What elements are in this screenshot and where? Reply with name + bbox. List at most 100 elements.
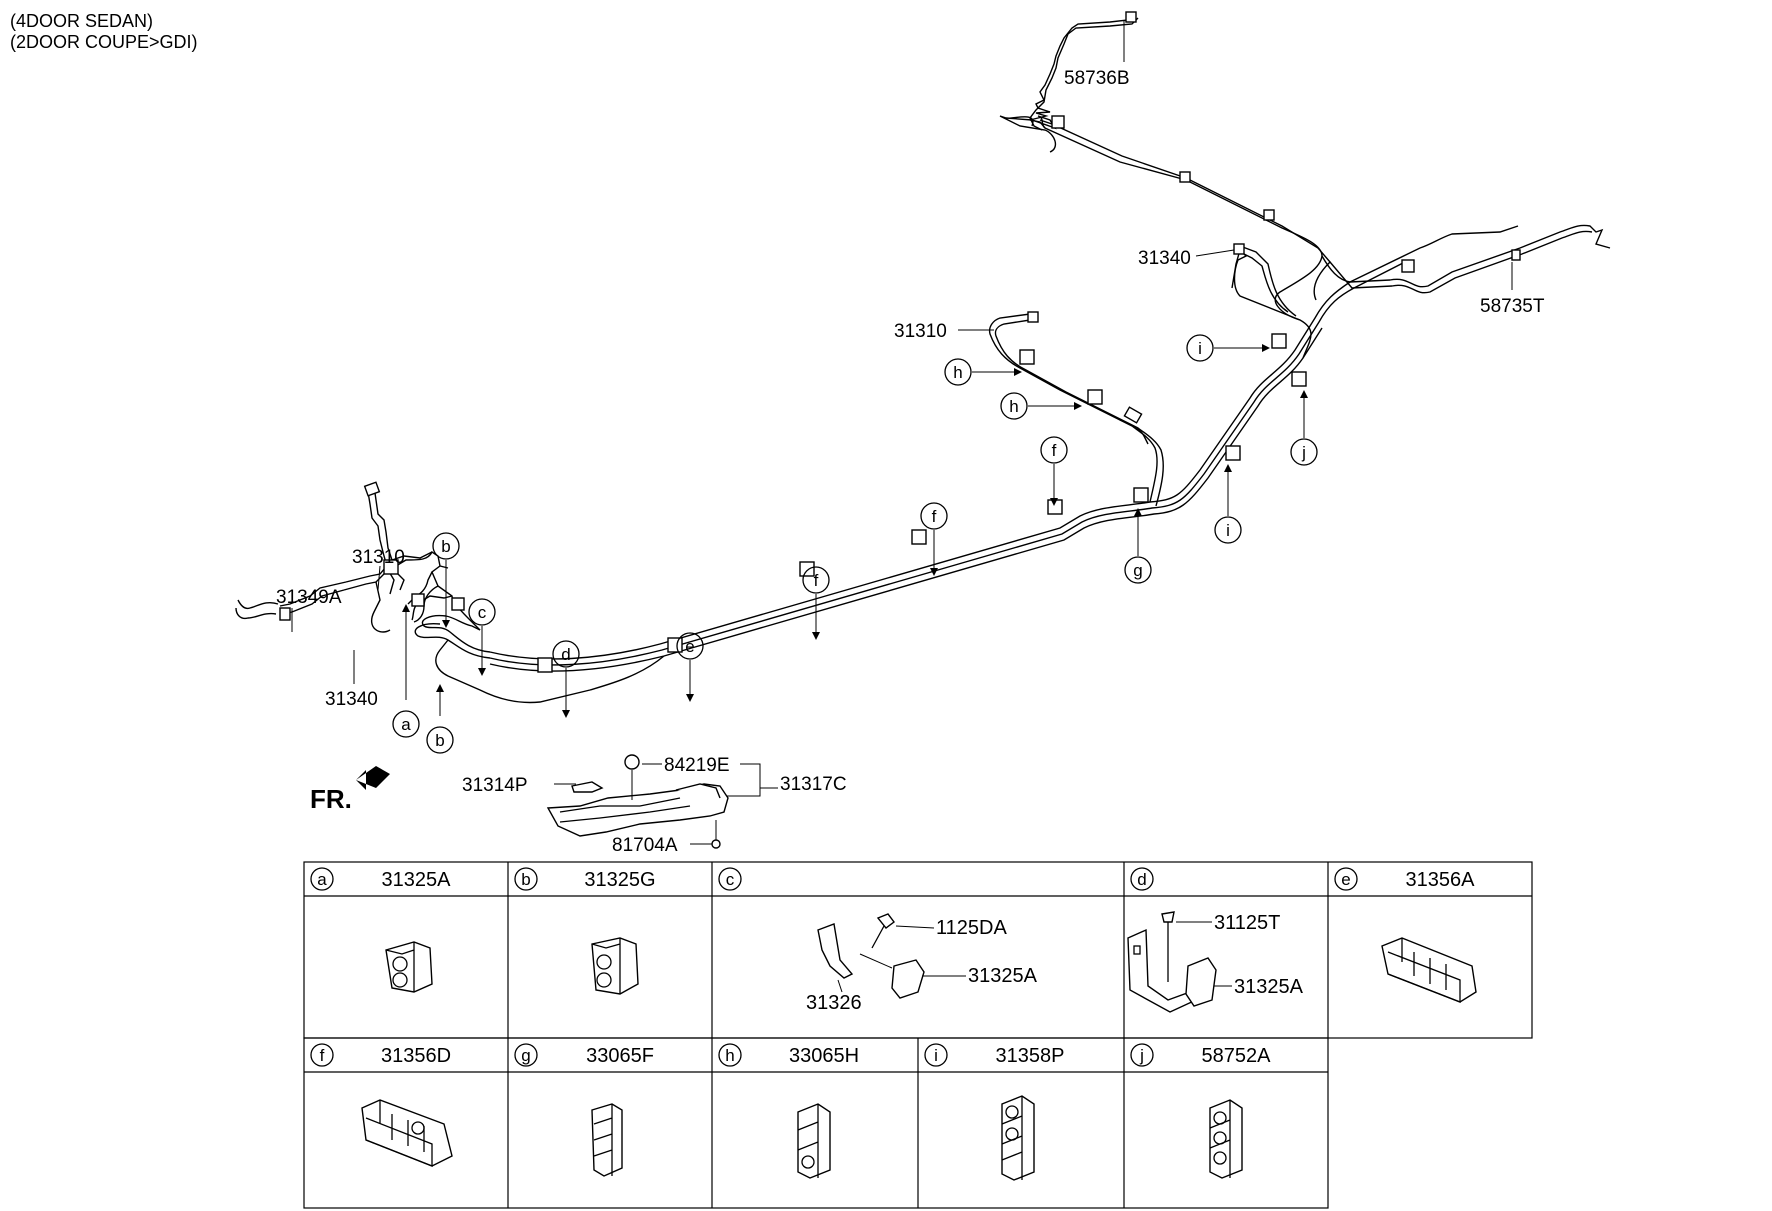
fitting-31340-top (1233, 243, 1245, 255)
clip-31325A-icon (385, 941, 433, 993)
callout-81704A: 81704A (612, 835, 678, 856)
cell-b: b 31325G (514, 867, 656, 995)
marker-i-lower: i (1214, 464, 1242, 544)
clip-marks (279, 11, 1521, 673)
bracket-body (546, 783, 729, 837)
leader-c-bolt (895, 925, 935, 929)
cell-a: a 31325A (310, 867, 452, 993)
cell-i-part: 31358P (996, 1045, 1065, 1067)
clip-d-mark (537, 657, 553, 673)
fitting-31310-top (1027, 311, 1039, 323)
clip-upper-mid-2 (1263, 209, 1275, 221)
clip-h-mark-1 (1019, 349, 1035, 365)
svg-text:e: e (685, 637, 694, 656)
cell-d-letter: d (1137, 870, 1146, 889)
leader-31340-top (1195, 249, 1235, 257)
cell-g-letter: g (521, 1046, 530, 1065)
cell-b-letter: b (521, 870, 530, 889)
clip-58752A-icon (1209, 1099, 1243, 1179)
cell-a-letter: a (317, 870, 327, 889)
bolt-icon (876, 913, 895, 929)
cell-c-bracket: 31326 (806, 992, 862, 1014)
leader-31310-left (377, 565, 381, 591)
heat-shield-31314P (571, 781, 604, 793)
clip-31356D-icon (361, 1099, 453, 1167)
cell-h: h 33065H (718, 1043, 859, 1179)
clip-upper-right (1401, 259, 1415, 273)
clip-f-mark-2 (911, 529, 927, 545)
clip-33065F-icon (591, 1103, 623, 1177)
clip-upper-left (1051, 115, 1065, 129)
callout-31314P: 31314P (462, 775, 528, 796)
header-line-1: (4DOOR SEDAN) (10, 11, 154, 31)
clip-i-mark-1 (1225, 445, 1241, 461)
marker-h-2: h (1000, 392, 1082, 420)
callout-84219E: 84219E (664, 755, 730, 776)
marker-a: a (392, 604, 420, 738)
cell-i: i 31358P (924, 1043, 1065, 1181)
clip-i-mark-2 (1271, 333, 1287, 349)
svg-text:f: f (1052, 441, 1057, 460)
clip-g-mark (1133, 487, 1149, 503)
clip-h-mark-2 (1087, 389, 1103, 405)
cell-f-part: 31356D (381, 1045, 451, 1067)
svg-text:f: f (932, 507, 937, 526)
cell-b-part: 31325G (584, 869, 655, 891)
cell-a-part: 31325A (382, 869, 452, 891)
callout-31317C: 31317C (780, 774, 847, 795)
bolt-icon (1161, 911, 1175, 923)
leader-c-bracket (837, 979, 843, 993)
clip-33065H-icon (797, 1103, 831, 1179)
svg-text:h: h (1009, 397, 1018, 416)
marker-b-lower: b (426, 684, 454, 754)
cell-c: c 1125DA 31325A 31326 (718, 867, 1038, 1014)
svg-text:a: a (401, 715, 411, 734)
screw-81704A (711, 839, 721, 849)
cell-i-letter: i (934, 1046, 938, 1065)
clip-upper-mid-1 (1179, 171, 1191, 183)
grommet-84219E (624, 754, 640, 770)
clip-f-mark-1 (799, 561, 815, 577)
cell-e-part: 31356A (1406, 869, 1476, 891)
fitting-31310-left (363, 481, 381, 497)
cell-f-letter: f (320, 1046, 325, 1065)
svg-text:h: h (953, 363, 962, 382)
cell-c-letter: c (726, 870, 735, 889)
cell-j-letter: j (1139, 1046, 1144, 1065)
marker-i-upper: i (1186, 334, 1270, 362)
marker-f-2: f (920, 502, 948, 576)
header-line-2: (2DOOR COUPE>GDI) (10, 32, 198, 52)
clip-b-mark (411, 593, 425, 607)
fitting-58736B (1125, 11, 1137, 23)
marker-c: c (468, 598, 496, 676)
marker-e: e (676, 632, 704, 702)
callout-31349A: 31349A (276, 587, 342, 608)
cell-f: f 31356D (310, 1043, 453, 1167)
marker-g: g (1124, 508, 1152, 584)
clip-31325G-icon (591, 937, 639, 995)
svg-text:b: b (435, 731, 444, 750)
cell-e-letter: e (1341, 870, 1350, 889)
cell-g-part: 33065F (586, 1045, 654, 1067)
bracket-31326-icon (817, 913, 925, 999)
cell-d: d 31125T 31325A (1127, 867, 1304, 1013)
marker-j: j (1290, 390, 1318, 466)
svg-text:i: i (1198, 339, 1202, 358)
clip-31356A-icon (1381, 937, 1477, 1003)
marker-d: d (552, 640, 580, 718)
callout-58735T: 58735T (1480, 296, 1545, 317)
clip-j-mark (1291, 371, 1307, 387)
callout-31310-top: 31310 (894, 321, 947, 342)
front-arrow-icon (356, 766, 390, 790)
cell-h-letter: h (725, 1046, 734, 1065)
fuel-pipe-assembly (235, 13, 1611, 704)
callout-31340-left: 31340 (325, 689, 378, 710)
fitting-58735T (1511, 249, 1521, 261)
bracket-d-icon (1127, 911, 1217, 1013)
bracket-31317C (546, 754, 729, 849)
clip-markers: a b b c d e (392, 334, 1318, 754)
cell-d-clip: 31325A (1234, 976, 1304, 998)
marker-f-1: f (802, 566, 830, 640)
hose-joint (279, 607, 291, 621)
